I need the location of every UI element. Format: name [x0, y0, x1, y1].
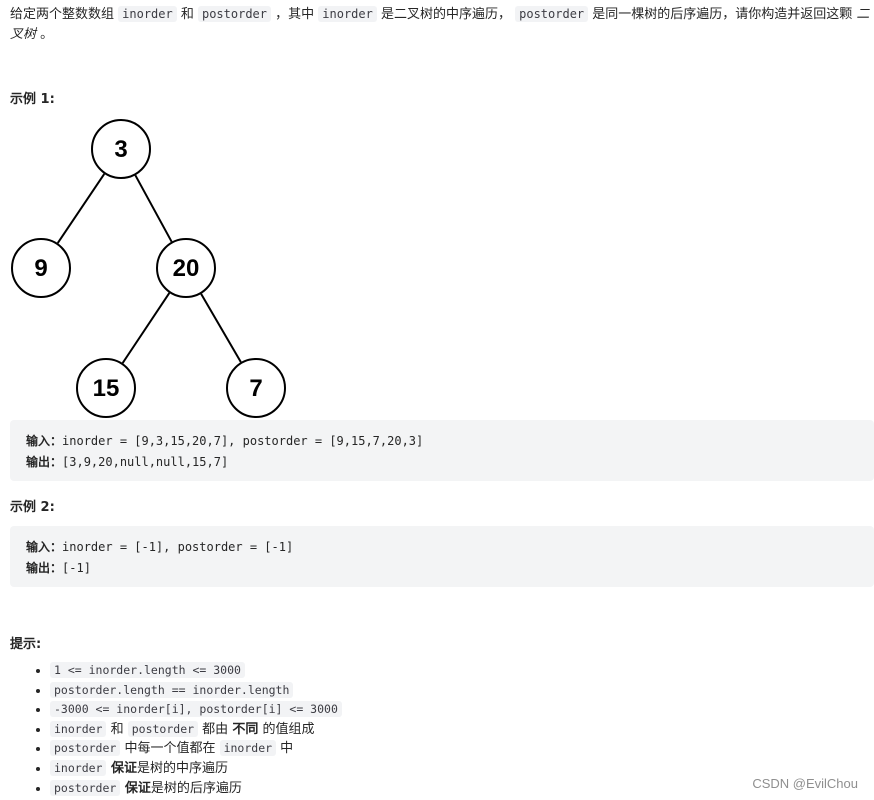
tree-node-9: 9 — [11, 238, 71, 298]
intro-text: 是同一棵树的后序遍历，请你构造并返回这颗 — [588, 7, 857, 22]
inline-code: inorder — [50, 759, 107, 776]
intro-text: 。 — [36, 27, 54, 42]
problem-description: 给定两个整数数组 inorder 和 postorder ，其中 inorder… — [10, 4, 872, 45]
inline-code: postorder — [50, 779, 121, 796]
constraints-list: 1 <= inorder.length <= 3000 postorder.le… — [20, 661, 342, 798]
tree-node-circle — [91, 119, 151, 179]
output-label: 输出： — [26, 455, 63, 469]
inline-code-inorder: inorder — [318, 6, 377, 22]
input-label: 输入： — [26, 540, 63, 554]
tree-node-circle — [11, 238, 71, 298]
constraint-item: -3000 <= inorder[i], postorder[i] <= 300… — [50, 700, 342, 720]
inline-code: postorder — [127, 720, 199, 737]
tree-node-label: 7 — [249, 375, 262, 402]
constraint-item: postorder 中每一个值都在 inorder 中 — [50, 739, 342, 759]
constraint-bold: 保证 — [120, 780, 151, 796]
constraint-item: inorder 保证是树的中序遍历 — [50, 759, 342, 779]
constraint-bold: 保证 — [106, 760, 137, 776]
tree-node-circle — [156, 238, 216, 298]
constraint-text: 中 — [276, 741, 294, 757]
tree-node-circle — [226, 358, 286, 418]
constraint-item: inorder 和 postorder 都由 不同 的值组成 — [50, 720, 342, 740]
inline-code-postorder: postorder — [515, 6, 589, 22]
tree-node-3: 3 — [91, 119, 151, 179]
intro-text: ，其中 — [271, 7, 319, 22]
tree-nodes: 3 9 20 15 7 — [11, 119, 286, 418]
input-label: 输入： — [26, 434, 63, 448]
tree-node-label: 15 — [93, 375, 120, 402]
example-1-code-block: 输入：inorder = [9,3,15,20,7], postorder = … — [10, 420, 874, 481]
constraint-item: 1 <= inorder.length <= 3000 — [50, 661, 342, 681]
output-value: [-1] — [62, 561, 91, 575]
inline-code-inorder: inorder — [118, 6, 177, 22]
intro-text: 给定两个整数数组 — [10, 7, 119, 22]
inline-code: inorder — [219, 740, 277, 757]
binary-tree-diagram: 3 9 20 15 7 — [11, 119, 286, 418]
tree-edge — [200, 293, 242, 363]
example-1-output-line: 输出：[3,9,20,null,null,15,7] — [26, 452, 874, 473]
tree-edge — [56, 173, 106, 244]
example-2-title: 示例 2: — [10, 500, 55, 515]
inline-code: postorder — [50, 740, 121, 757]
constraint-text: 都由 — [198, 721, 233, 737]
tree-edge — [134, 174, 173, 243]
constraint-bold: 不同 — [232, 721, 259, 737]
tree-edge — [121, 292, 171, 364]
example-2-code-block: 输入：inorder = [-1], postorder = [-1] 输出：[… — [10, 526, 874, 587]
tree-node-circle — [76, 358, 136, 418]
intro-text: 是二叉树的中序遍历， — [376, 7, 516, 22]
example-1-input-line: 输入：inorder = [9,3,15,20,7], postorder = … — [26, 431, 874, 452]
constraint-text: 和 — [106, 721, 128, 737]
tree-node-label: 20 — [173, 255, 200, 282]
constraint-text: 是树的中序遍历 — [137, 760, 229, 776]
tree-node-7: 7 — [226, 358, 286, 418]
example-1-title: 示例 1: — [10, 92, 55, 107]
inline-code-postorder: postorder — [197, 6, 272, 22]
tree-node-label: 3 — [114, 136, 127, 163]
constraint-item: postorder 保证是树的后序遍历 — [50, 779, 342, 799]
constraints-title: 提示: — [10, 637, 42, 652]
inline-code: inorder — [50, 720, 107, 737]
output-value: [3,9,20,null,null,15,7] — [62, 455, 229, 469]
tree-edges — [56, 173, 242, 364]
tree-node-label: 9 — [34, 255, 47, 282]
inline-code: postorder.length == inorder.length — [50, 681, 294, 698]
constraint-text: 的值组成 — [258, 721, 315, 737]
tree-node-20: 20 — [156, 238, 216, 298]
constraint-item: postorder.length == inorder.length — [50, 681, 342, 701]
input-value: inorder = [9,3,15,20,7], postorder = [9,… — [62, 434, 424, 448]
example-2-input-line: 输入：inorder = [-1], postorder = [-1] — [26, 537, 874, 558]
constraint-text: 中每一个值都在 — [120, 741, 220, 757]
inline-code: -3000 <= inorder[i], postorder[i] <= 300… — [50, 701, 342, 718]
constraint-text: 是树的后序遍历 — [150, 780, 242, 796]
tree-node-15: 15 — [76, 358, 136, 418]
watermark: CSDN @EvilChou — [752, 776, 858, 791]
input-value: inorder = [-1], postorder = [-1] — [62, 540, 294, 554]
inline-code: 1 <= inorder.length <= 3000 — [50, 662, 245, 678]
output-label: 输出： — [26, 561, 63, 575]
intro-emphasis: 二叉树 — [10, 7, 870, 42]
example-2-output-line: 输出：[-1] — [26, 558, 874, 579]
intro-text: 和 — [176, 7, 198, 22]
